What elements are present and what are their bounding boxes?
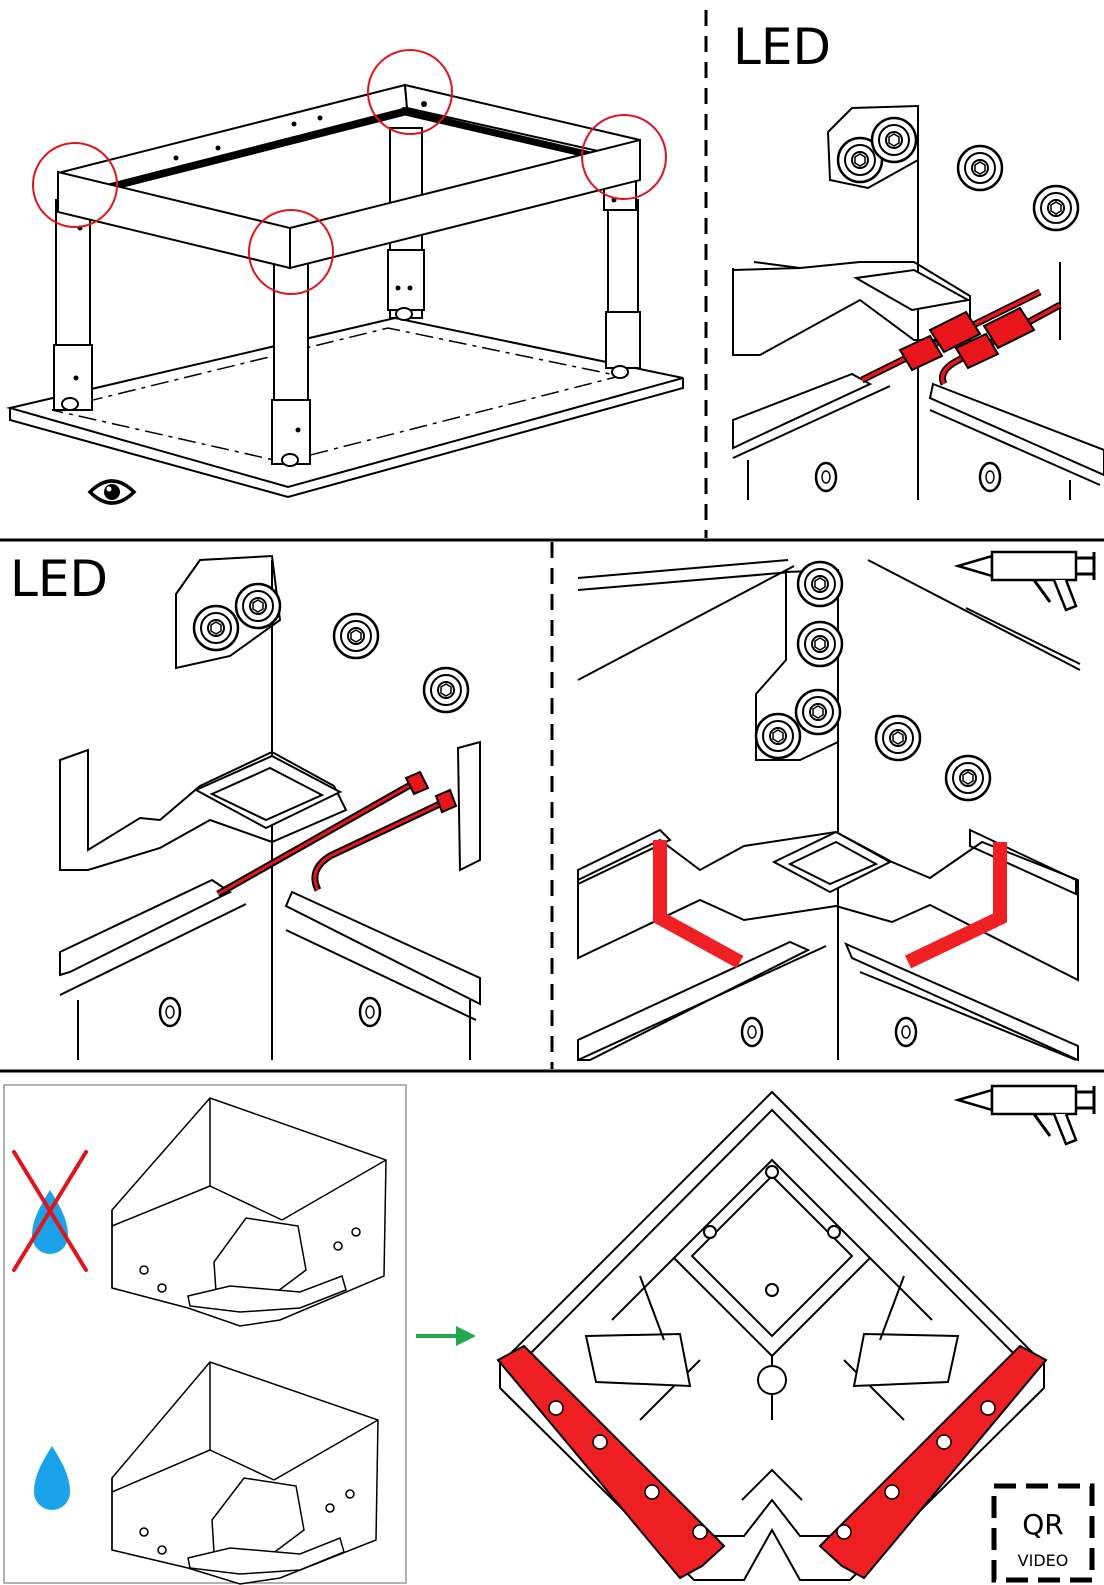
bolt [332, 612, 380, 660]
led-cable-top [860, 288, 1062, 386]
led-routing-detail [59, 554, 481, 1060]
qr-subtitle: VIDEO [1018, 1551, 1069, 1570]
bolt [796, 560, 844, 608]
mounting-hole [814, 461, 838, 493]
bolt [192, 604, 240, 652]
sealant-bead [653, 840, 1007, 969]
bolt [874, 714, 922, 762]
corner-highlight-circle [367, 49, 453, 135]
corner-bracket-sealed [499, 1090, 1045, 1581]
led-label-top: LED [733, 18, 831, 76]
corner-bracket-without-seal [111, 1097, 387, 1327]
bolt [944, 754, 992, 802]
corner-highlight-circles [32, 49, 667, 295]
bolt [870, 116, 918, 164]
back-rail [60, 83, 409, 198]
bolt [754, 712, 802, 760]
mounting-hole [158, 996, 182, 1028]
bolt [794, 688, 842, 736]
qr-code-placeholder-icon: QR VIDEO [991, 1483, 1095, 1583]
caulk-gun-icon [956, 550, 1096, 612]
base-plate [6, 316, 684, 489]
qr-title: QR [1022, 1508, 1064, 1541]
mounting-hole [358, 996, 382, 1028]
eye-icon [87, 479, 137, 505]
bolt [1032, 184, 1080, 232]
led-plug [898, 306, 1036, 372]
corner-highlight-circle [581, 114, 667, 200]
mounting-hole [978, 461, 1002, 493]
bolt [956, 144, 1004, 192]
arrow-right-icon [416, 1326, 476, 1346]
corner-highlight-circle [32, 142, 118, 228]
prohibited-cross-icon [12, 1150, 88, 1272]
bolt [234, 582, 282, 630]
front-rail-right [289, 138, 641, 270]
caulk-gun-icon [956, 1084, 1096, 1146]
led-label-middle: LED [10, 550, 108, 608]
led-connector-detail-top [732, 104, 1104, 500]
corner-highlight-circle [248, 209, 334, 295]
front-rail-left [57, 170, 291, 270]
mounting-hole [894, 1016, 918, 1048]
mounting-hole [740, 1016, 764, 1048]
sealant-strip [496, 1344, 1048, 1580]
bolt [796, 620, 844, 668]
bolt [422, 666, 470, 714]
corner-bracket-with-seal [111, 1361, 379, 1585]
water-drop-icon [32, 1190, 68, 1254]
panel-dividers [0, 10, 1104, 1073]
water-drop-icon [34, 1446, 70, 1510]
table-frame-drawing [6, 83, 684, 499]
led-cable-middle [216, 770, 458, 898]
